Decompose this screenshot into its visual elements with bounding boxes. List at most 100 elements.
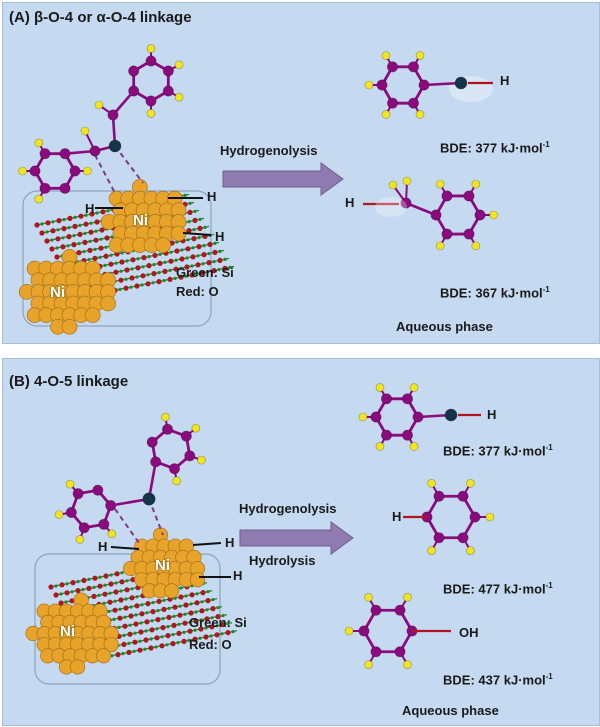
oxygen-atom bbox=[82, 239, 88, 245]
silicon-atom bbox=[204, 626, 208, 630]
silicon-atom bbox=[128, 623, 132, 627]
hydrogen-atom bbox=[172, 476, 181, 486]
oxygen-atom bbox=[108, 139, 122, 153]
oxygen-atom bbox=[129, 275, 135, 281]
silicon-atom bbox=[124, 597, 128, 601]
silicon-atom bbox=[215, 624, 219, 628]
h-label-3: H bbox=[233, 568, 243, 583]
oxygen-atom bbox=[61, 226, 67, 232]
bond bbox=[404, 201, 438, 217]
hydrogen-atom bbox=[80, 126, 90, 136]
hydrogen-atom bbox=[146, 109, 156, 118]
silicon-atom bbox=[132, 649, 136, 653]
silicon-atom bbox=[113, 599, 117, 603]
hydrogen-atom bbox=[146, 44, 156, 53]
silicon-atom bbox=[167, 606, 171, 610]
silicon-atom bbox=[72, 234, 76, 238]
oxygen-atom bbox=[129, 595, 135, 601]
silicon-atom bbox=[147, 255, 151, 259]
silicon-atom bbox=[160, 635, 164, 639]
oxygen-atom bbox=[139, 611, 145, 617]
oxygen-atom bbox=[119, 259, 125, 265]
oxygen-atom bbox=[200, 590, 206, 596]
carbon-atom bbox=[441, 228, 453, 240]
ni-label-2: Ni bbox=[60, 623, 75, 640]
hydrogen-atom bbox=[197, 455, 206, 465]
oxygen-atom bbox=[160, 625, 166, 631]
oxygen-atom bbox=[172, 604, 178, 610]
oxygen-atom bbox=[137, 647, 143, 653]
oxygen-atom bbox=[122, 623, 128, 629]
nickel-atom bbox=[100, 295, 116, 312]
oxygen-atom bbox=[220, 622, 226, 628]
oxygen-atom bbox=[177, 612, 183, 618]
oxygen-atom bbox=[184, 264, 190, 270]
carbon-atom bbox=[401, 429, 413, 441]
silicon-atom bbox=[117, 625, 121, 629]
carbon-atom bbox=[394, 646, 406, 658]
silicon-atom bbox=[154, 645, 158, 649]
oxygen-atom bbox=[193, 618, 199, 624]
silicon-atom bbox=[144, 629, 148, 633]
silicon-atom bbox=[172, 614, 176, 618]
hydrogen-atom bbox=[375, 442, 385, 451]
hydrogen-atom bbox=[65, 479, 75, 489]
oxygen-atom bbox=[72, 223, 78, 229]
hydrogen-atom bbox=[415, 110, 425, 119]
silicon-atom bbox=[98, 255, 102, 259]
silicon-atom bbox=[200, 600, 204, 604]
oxygen-atom bbox=[222, 265, 228, 271]
oxygen-atom bbox=[118, 597, 124, 603]
oxygen-atom bbox=[187, 628, 193, 634]
silicon-atom bbox=[110, 654, 114, 658]
silicon-atom bbox=[70, 590, 74, 594]
oxygen-atom bbox=[115, 652, 121, 658]
oxygen-atom bbox=[152, 252, 158, 258]
oxygen-atom bbox=[127, 631, 133, 637]
hydrogen-atom bbox=[364, 80, 374, 90]
legend-o: Red: O bbox=[176, 284, 219, 299]
hydrogen-atom bbox=[381, 110, 391, 119]
oxygen-atom bbox=[133, 621, 139, 627]
silicon-atom bbox=[182, 630, 186, 634]
phenoxy-product bbox=[358, 383, 481, 451]
silicon-atom bbox=[76, 580, 80, 584]
silicon-atom bbox=[141, 265, 145, 269]
silicon-atom bbox=[118, 287, 122, 291]
nickel-atom bbox=[96, 648, 112, 664]
silicon-atom bbox=[207, 252, 211, 256]
silicon-atom bbox=[50, 238, 54, 242]
hydrogen-atom bbox=[54, 510, 64, 519]
silica-support-outline bbox=[34, 553, 221, 685]
legend-si: Green: Si bbox=[176, 265, 234, 280]
silicon-atom bbox=[61, 236, 65, 240]
silicon-atom bbox=[135, 275, 139, 279]
silicon-atom bbox=[64, 600, 68, 604]
silicon-atom bbox=[125, 579, 129, 583]
hydrogen-atom bbox=[403, 660, 412, 669]
silicon-atom bbox=[136, 257, 140, 261]
silicon-atom bbox=[145, 611, 149, 615]
oxygen-atom bbox=[215, 614, 221, 620]
nickel-atom bbox=[103, 637, 119, 653]
bond bbox=[147, 460, 157, 501]
nickel-cluster-small bbox=[18, 249, 116, 335]
hydrogen-atom bbox=[94, 100, 104, 110]
phenoxy-product bbox=[364, 51, 493, 119]
carbon-atom bbox=[474, 209, 486, 221]
oxygen-atom bbox=[88, 229, 94, 235]
oxygen-atom bbox=[94, 219, 100, 225]
oxygen-atom bbox=[196, 244, 202, 250]
carbon-atom bbox=[457, 532, 469, 544]
oxygen-atom bbox=[141, 255, 147, 261]
silicon-atom bbox=[59, 592, 63, 596]
nickel-atom bbox=[155, 237, 171, 253]
oxygen-atom bbox=[67, 215, 73, 221]
oxygen-atom bbox=[198, 626, 204, 632]
oxygen-atom bbox=[124, 267, 130, 273]
silicon-atom bbox=[165, 643, 169, 647]
silicon-atom bbox=[127, 641, 131, 645]
ni-label-1: Ni bbox=[155, 557, 170, 574]
silicon-atom bbox=[173, 276, 177, 280]
nickel-atom bbox=[70, 659, 86, 675]
